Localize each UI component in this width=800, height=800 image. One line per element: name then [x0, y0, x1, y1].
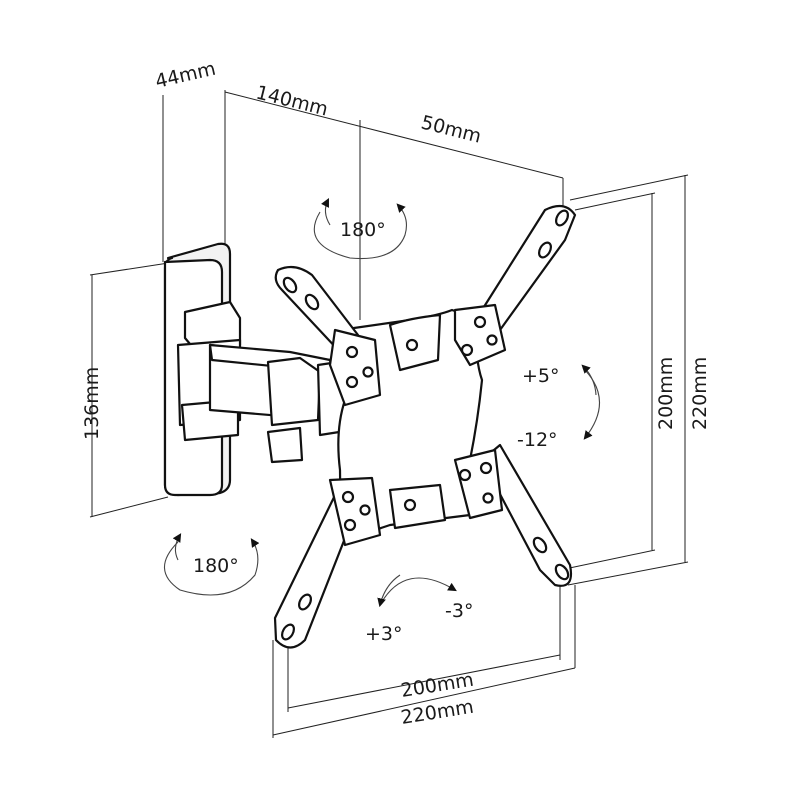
pad-top-left — [328, 328, 382, 407]
vesa-arm-bottom-right — [480, 443, 573, 587]
label-vesa-h-outer: 220mm — [399, 696, 475, 729]
slot-icon — [298, 593, 312, 611]
dimension-lines — [89, 90, 689, 738]
rotation-arcs — [164, 198, 601, 608]
screw-icon — [479, 461, 493, 475]
rotate-arc-icon — [379, 577, 457, 606]
ext-vesa-top-outer — [569, 174, 689, 201]
slot-icon — [282, 276, 298, 294]
vesa-arm-top-right — [480, 204, 577, 332]
screw-icon — [403, 498, 417, 512]
vesa-h-outer-dim — [272, 667, 576, 736]
screw-icon — [359, 504, 371, 516]
label-wall-depth: 44mm — [153, 58, 218, 93]
slot-icon — [554, 563, 570, 581]
swivel-bottom-arc-icon — [164, 538, 260, 596]
slot-icon — [538, 241, 552, 259]
arm-clip — [266, 426, 304, 464]
ext-plate-bottom — [89, 496, 169, 518]
ext-vesa-top-inner — [574, 192, 656, 211]
top-dim-line — [224, 91, 564, 179]
slot-icon — [304, 293, 320, 311]
screw-icon — [458, 468, 472, 482]
rotate-arc-left-icon — [377, 574, 401, 608]
screw-icon — [482, 492, 494, 504]
screw-icon — [362, 366, 374, 378]
label-rotate-left: +3° — [365, 623, 403, 645]
swivel-bottom-arrow-icon — [172, 533, 182, 561]
ext-plate-top — [89, 261, 176, 276]
label-arm-length: 140mm — [254, 82, 330, 121]
swivel-top-arc-icon — [313, 203, 407, 260]
label-vesa-v-inner: 200mm — [655, 357, 677, 430]
label-wall-height: 136mm — [81, 367, 103, 440]
screw-icon — [460, 343, 474, 357]
screw-icon — [343, 518, 357, 532]
vesa-plate — [273, 204, 577, 649]
label-rotate-right: -3° — [445, 600, 473, 622]
ext-vesa-bot-outer — [567, 561, 689, 586]
vesa-arm-bottom-left — [273, 483, 362, 649]
screw-icon — [341, 490, 355, 504]
tilt-arc-up-icon — [581, 364, 597, 396]
label-swivel-top: 180° — [340, 219, 386, 241]
label-tilt-up: +5° — [522, 365, 560, 387]
label-plate-offset: 50mm — [419, 112, 484, 148]
label-tilt-down: -12° — [517, 429, 558, 451]
tilt-arc-icon — [582, 367, 601, 440]
swivel-top-arrow-icon — [321, 198, 331, 226]
screw-icon — [345, 375, 359, 389]
screw-icon — [345, 345, 359, 359]
label-swivel-bottom: 180° — [193, 555, 239, 577]
label-vesa-v-outer: 220mm — [689, 357, 711, 430]
arm-sleeve — [266, 356, 322, 427]
slot-icon — [532, 536, 548, 554]
slot-icon — [555, 209, 569, 227]
screw-icon — [405, 338, 419, 352]
slot-icon — [281, 623, 295, 641]
pad-bottom-center — [388, 483, 447, 530]
screw-icon — [486, 334, 498, 346]
vesa-h-inner-dim — [287, 654, 561, 709]
ext-vesa-bot-inner — [559, 549, 656, 571]
vesa-holes — [281, 209, 570, 641]
screw-icon — [473, 315, 487, 329]
